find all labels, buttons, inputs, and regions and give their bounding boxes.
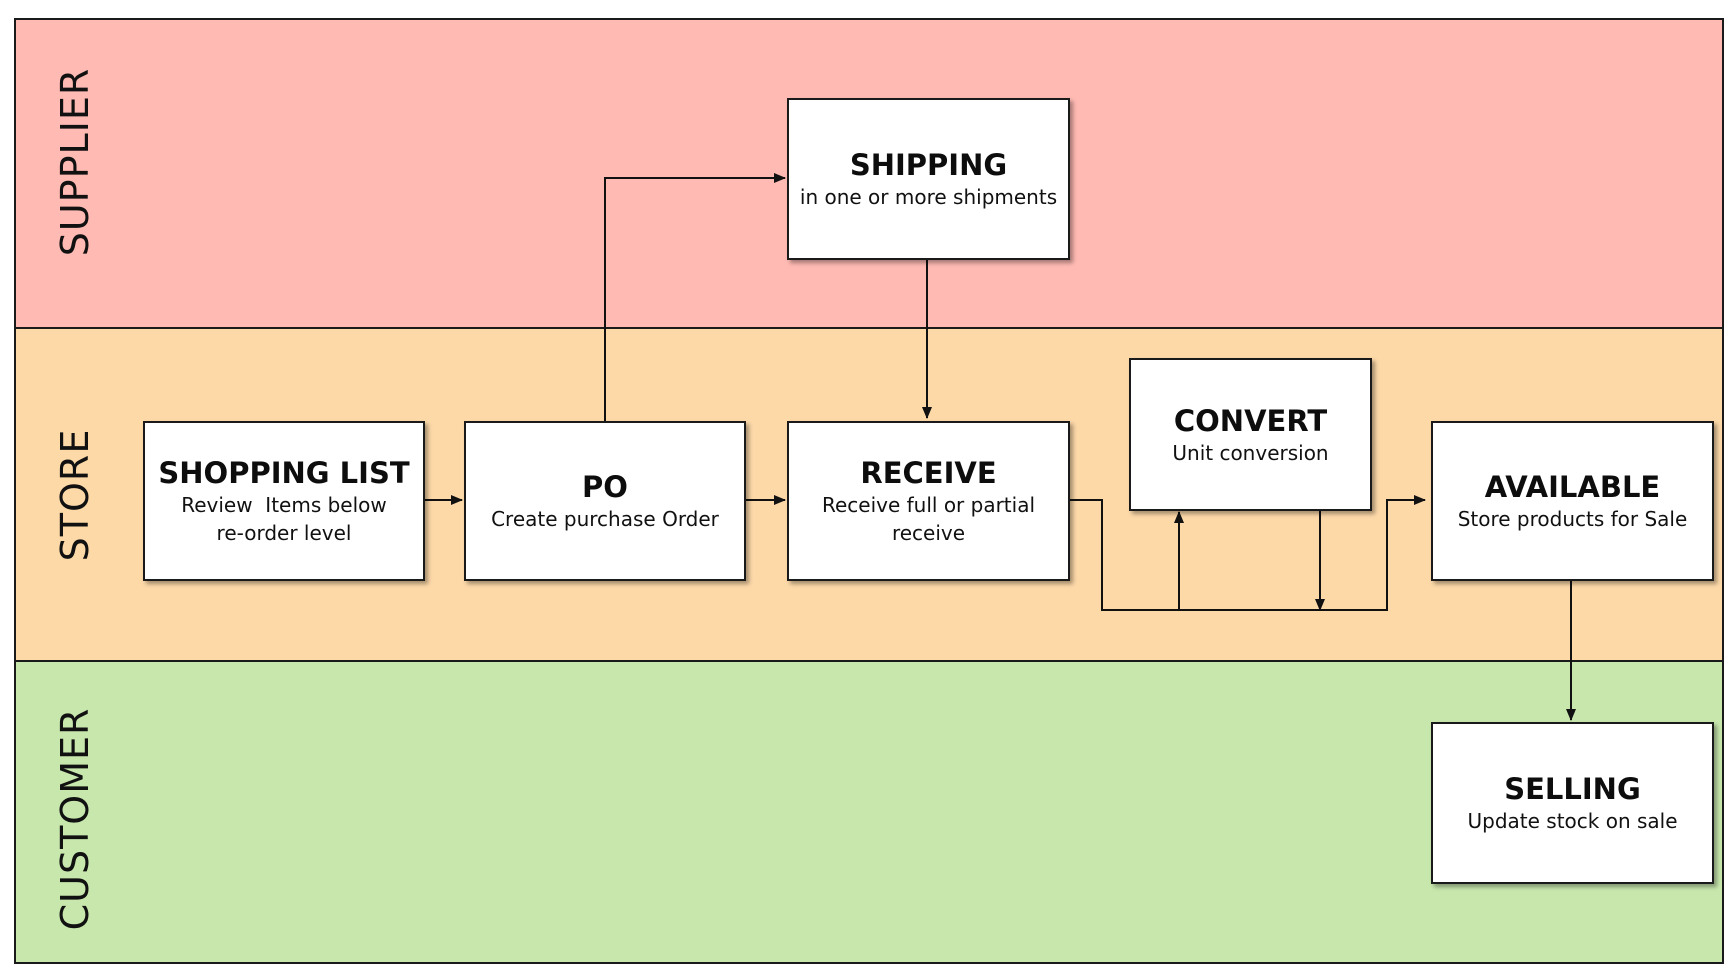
node-shopping-list-title: SHOPPING LIST xyxy=(158,456,410,490)
node-shopping-list[interactable]: SHOPPING LIST Review Items below re-orde… xyxy=(143,421,425,581)
node-po[interactable]: PO Create purchase Order xyxy=(464,421,746,581)
node-available-subtitle: Store products for Sale xyxy=(1457,507,1688,531)
node-receive-title: RECEIVE xyxy=(860,456,997,490)
node-convert-subtitle: Unit conversion xyxy=(1172,440,1329,465)
node-available[interactable]: AVAILABLE Store products for Sale xyxy=(1431,421,1714,581)
node-convert[interactable]: CONVERT Unit conversion xyxy=(1129,358,1372,511)
node-shipping[interactable]: SHIPPING in one or more shipments xyxy=(787,98,1070,260)
node-receive-subtitle: Receive full or partial receive xyxy=(821,493,1036,545)
lane-label-store: STORE xyxy=(53,428,97,562)
node-selling-subtitle: Update stock on sale xyxy=(1467,809,1678,833)
node-receive[interactable]: RECEIVE Receive full or partial receive xyxy=(787,421,1070,581)
node-selling-title: SELLING xyxy=(1504,772,1641,806)
node-po-title: PO xyxy=(582,470,628,504)
node-selling[interactable]: SELLING Update stock on sale xyxy=(1431,722,1714,884)
node-shipping-subtitle: in one or more shipments xyxy=(799,185,1058,209)
lane-label-customer: CUSTOMER xyxy=(53,707,97,931)
node-convert-title: CONVERT xyxy=(1173,403,1328,438)
node-po-subtitle: Create purchase Order xyxy=(491,507,719,531)
node-shopping-list-subtitle: Review Items below re-order level xyxy=(181,493,387,545)
node-available-title: AVAILABLE xyxy=(1484,470,1661,504)
node-shipping-title: SHIPPING xyxy=(849,148,1008,182)
lane-label-supplier: SUPPLIER xyxy=(53,67,97,257)
